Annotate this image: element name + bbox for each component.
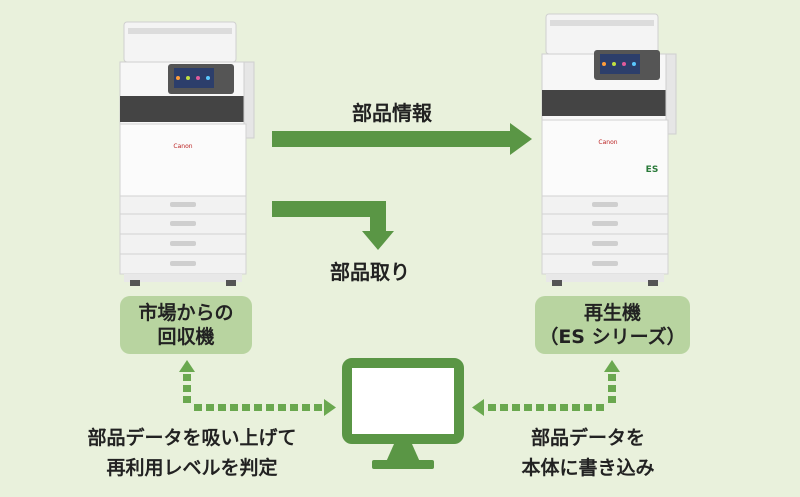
- left-dotted-connector: [179, 360, 336, 416]
- collected-machine-label-line2: 回収機: [157, 326, 215, 348]
- monitor-icon: [342, 358, 464, 469]
- collected-machine-label-line1: 市場からの: [138, 302, 234, 324]
- es-badge: ES: [646, 165, 659, 175]
- right-brand-logo: Canon: [598, 139, 617, 146]
- write-data-caption-line2: 本体に書き込み: [521, 457, 655, 479]
- write-data-caption-line1: 部品データを: [530, 427, 645, 449]
- parts-info-label: 部品情報: [352, 101, 432, 125]
- collected-machine-label: 市場からの 回収機: [120, 296, 252, 354]
- regenerated-machine-label-line1: 再生機: [583, 302, 641, 324]
- read-data-caption-line2: 再利用レベルを判定: [106, 457, 278, 479]
- parts-removal-arrow: [272, 201, 394, 250]
- left-brand-logo: Canon: [173, 143, 192, 150]
- regenerated-machine-label: 再生機 （ES シリーズ）: [535, 296, 690, 354]
- read-data-caption-line1: 部品データを吸い上げて: [87, 427, 297, 449]
- parts-info-arrow: [272, 123, 532, 155]
- read-data-caption: 部品データを吸い上げて 再利用レベルを判定: [72, 423, 312, 483]
- parts-removal-label: 部品取り: [330, 260, 410, 284]
- write-data-caption: 部品データを 本体に書き込み: [500, 423, 676, 483]
- regenerated-copier-image: Canon ES: [541, 13, 677, 286]
- right-dotted-connector: [472, 360, 620, 416]
- regenerated-machine-label-line2: （ES シリーズ）: [539, 326, 686, 348]
- collected-copier-image: Canon: [119, 21, 255, 286]
